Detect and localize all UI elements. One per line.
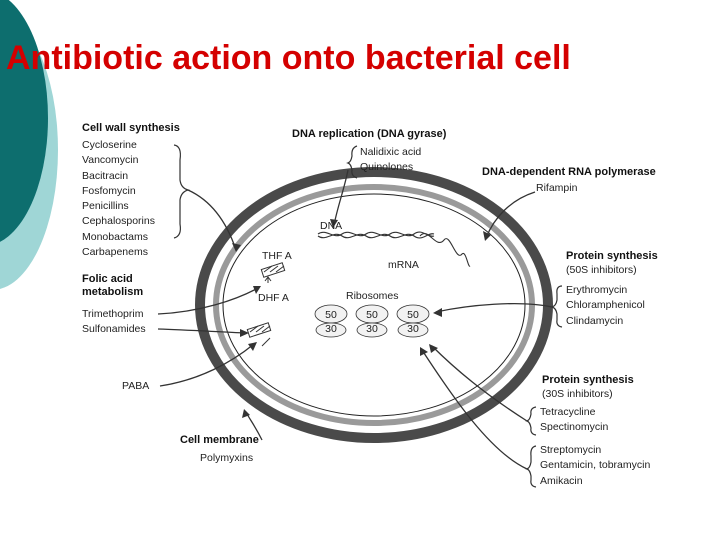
- protein-50s-subheader: (50S inhibitors): [566, 264, 637, 276]
- protein-30s-group1-list: Tetracycline Spectinomycin: [540, 405, 608, 436]
- protein-30s-header: Protein synthesis: [542, 374, 634, 386]
- dhf-label: DHF A: [258, 292, 289, 304]
- drug-polymyxins: Polymyxins: [200, 452, 254, 464]
- drug-amikacin: Amikacin: [540, 474, 583, 487]
- folic-acid-header-line1: Folic acid: [82, 273, 133, 285]
- drug-tetracycline: Tetracycline: [540, 406, 596, 418]
- arrow-trimethoprim: [157, 287, 259, 315]
- protein-50s-drug-list: Erythromycin Chloramphenicol Clindamycin: [566, 283, 645, 329]
- cell-membrane-header: Cell membrane: [180, 434, 259, 446]
- mrna-strand: [419, 233, 471, 267]
- dna-label: DNA: [320, 220, 343, 232]
- cell-membrane-inner-edge: [222, 193, 526, 417]
- paba-label: PABA: [122, 380, 150, 392]
- arrow-rna-polymerase: [485, 191, 536, 239]
- drug-cephalosporins: Cephalosporins: [82, 215, 155, 228]
- drug-gentamicin-tobramycin: Gentamicin, tobramycin: [540, 459, 651, 472]
- arrow-30s-group2: [421, 349, 528, 470]
- drug-quinolones: Quinolones: [360, 161, 414, 173]
- protein-30s-group2-list: Streptomycin Gentamicin, tobramycin Amik…: [540, 443, 650, 489]
- arrow-cell-wall: [187, 189, 237, 251]
- ribosome-3-small-subunit: 30: [407, 323, 419, 335]
- cell-wall-ring: [195, 167, 553, 443]
- drug-spectinomycin: Spectinomycin: [540, 421, 609, 434]
- ribosomes-label: Ribosomes: [346, 290, 399, 302]
- brace-cell-wall: [173, 144, 191, 239]
- cell-wall-drug-list: Cycloserine Vancomycin Bacitracin Fosfom…: [82, 138, 155, 260]
- drug-clindamycin: Clindamycin: [566, 314, 624, 327]
- brace-30s-group1: [525, 406, 537, 436]
- ribosome-unit-3: 50 30: [396, 308, 430, 336]
- arrow-paba: [159, 343, 255, 387]
- drug-streptomycin: Streptomycin: [540, 444, 602, 456]
- brace-30s-group2: [525, 445, 537, 488]
- thf-label: THF A: [262, 250, 292, 262]
- ribosome-2-small-subunit: 30: [366, 323, 378, 335]
- folate-enzyme-blocks: [246, 262, 286, 338]
- protein-50s-header: Protein synthesis: [566, 250, 658, 262]
- drug-vancomycin: Vancomycin: [82, 154, 139, 167]
- mrna-label: mRNA: [388, 259, 419, 271]
- drug-monobactams: Monobactams: [82, 230, 148, 243]
- ribosome-shapes: [314, 304, 430, 338]
- drug-chloramphenicol: Chloramphenicol: [566, 299, 645, 312]
- rna-polymerase-header: DNA-dependent RNA polymerase: [482, 166, 656, 178]
- arrow-50s: [435, 302, 553, 313]
- arrow-30s-group1: [431, 345, 528, 422]
- ribosome-unit-2: 50 30: [355, 308, 389, 336]
- cell-wall-header: Cell wall synthesis: [82, 122, 180, 134]
- pointer-arrows: [157, 169, 553, 470]
- protein-30s-subheader: (30S inhibitors): [542, 388, 613, 400]
- ribosome-2-large-subunit: 50: [366, 309, 378, 321]
- drug-nalidixic-acid: Nalidixic acid: [360, 146, 422, 158]
- drug-erythromycin: Erythromycin: [566, 284, 628, 296]
- drug-trimethoprim: Trimethoprim: [82, 308, 144, 320]
- drug-rifampin: Rifampin: [536, 182, 578, 194]
- dna-replication-header: DNA replication (DNA gyrase): [292, 128, 447, 140]
- folate-pathway-arrows: [261, 276, 272, 347]
- folic-acid-header-line2: metabolism: [82, 286, 144, 298]
- brace-50s: [551, 285, 563, 328]
- slide-title: Antibiotic action onto bacterial cell: [6, 39, 571, 77]
- dna-helix: [317, 231, 435, 239]
- ribosome-3-large-subunit: 50: [407, 309, 419, 321]
- drug-cycloserine: Cycloserine: [82, 139, 137, 151]
- drug-bacitracin: Bacitracin: [82, 169, 129, 182]
- drug-penicillins: Penicillins: [82, 200, 129, 213]
- brace-dna-replication: [346, 145, 358, 179]
- ribosome-1-small-subunit: 30: [325, 323, 337, 335]
- arrow-heads: [232, 219, 491, 418]
- teal-dark-shape: [0, 0, 48, 242]
- drug-fosfomycin: Fosfomycin: [82, 184, 136, 197]
- ribosome-1-large-subunit: 50: [325, 309, 337, 321]
- drug-sulfonamides: Sulfonamides: [82, 323, 146, 335]
- drug-carbapenems: Carbapenems: [82, 246, 148, 259]
- arrow-sulfonamides: [157, 328, 247, 334]
- ribosome-unit-1: 50 30: [314, 308, 348, 336]
